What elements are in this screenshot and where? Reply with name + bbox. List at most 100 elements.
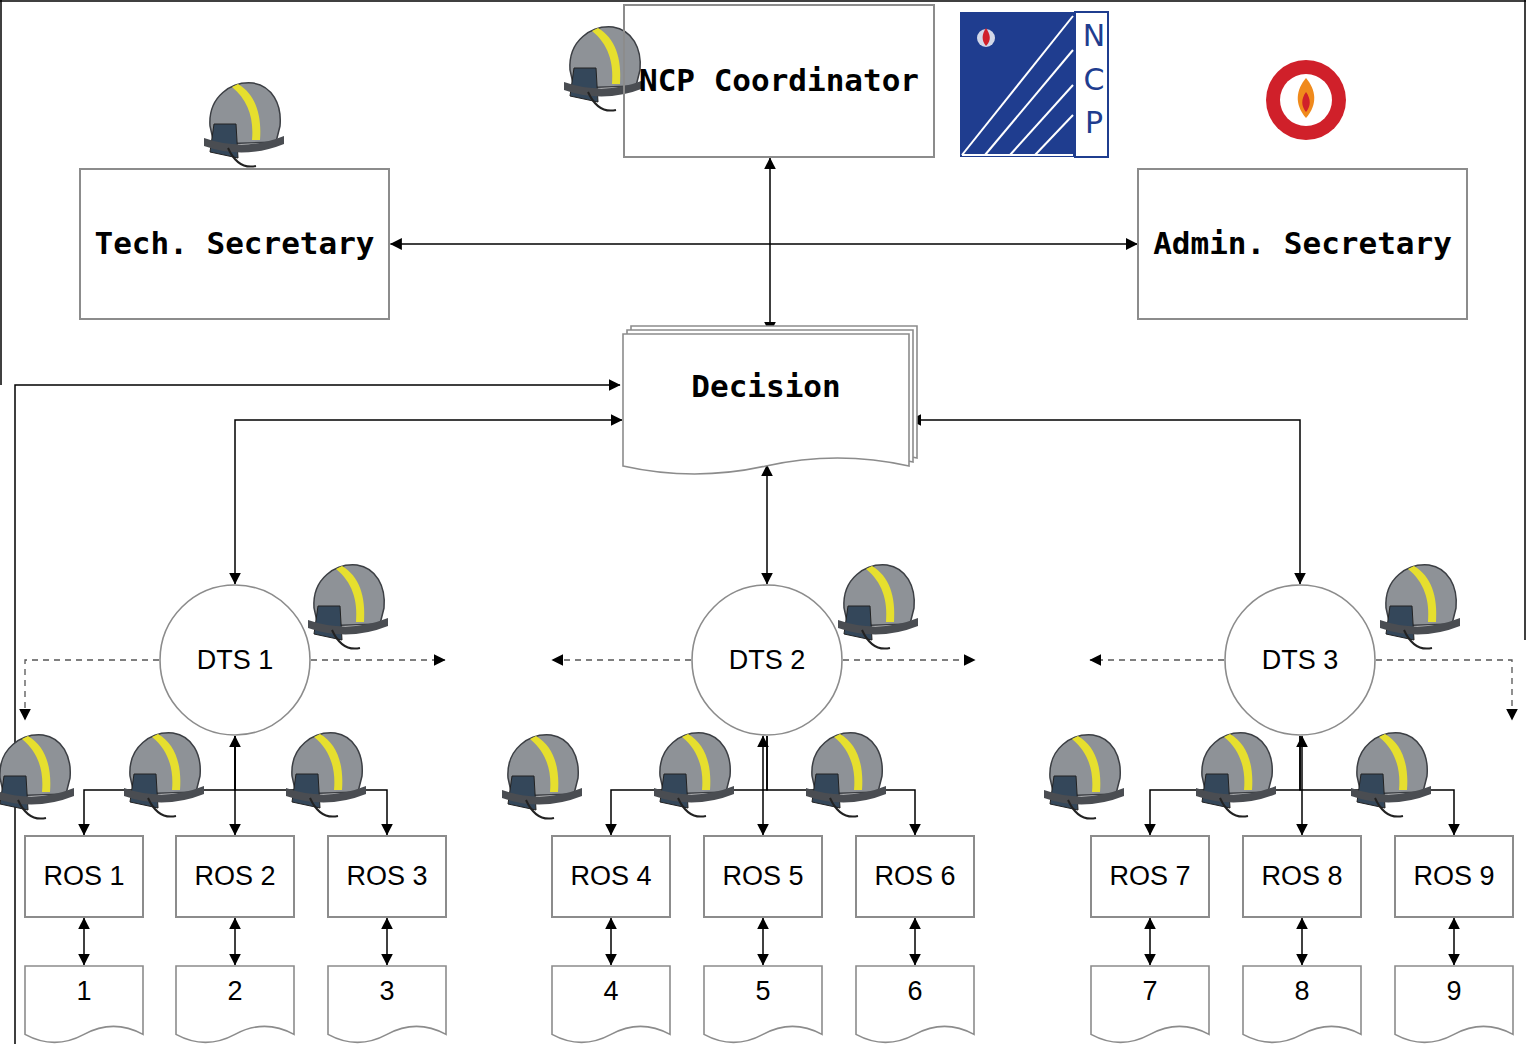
helmet-icon: [654, 733, 734, 817]
document-stack: Decision: [622, 325, 918, 475]
connector: [910, 420, 1300, 584]
helmet-strap: [332, 630, 360, 649]
helmet-brim: [1380, 618, 1460, 635]
connector: [769, 158, 771, 333]
helmet-visor: [0, 776, 28, 810]
node-text: 5: [755, 975, 770, 1007]
page-frame: [0, 0, 1526, 640]
dashed-arrow: [843, 659, 975, 660]
document-shape: 6: [855, 965, 975, 1043]
document-outline: [25, 966, 143, 1042]
document-shape: 7: [1090, 965, 1210, 1043]
node-text: Tech. Secretary: [95, 222, 375, 265]
helmet-visor: [210, 124, 238, 158]
circle-outline: [1225, 585, 1375, 735]
node-text: ROS 2: [194, 860, 275, 892]
connector: [390, 243, 1137, 245]
process-box: ROS 7: [1090, 835, 1210, 918]
connector: [1301, 918, 1303, 965]
logo-center: [1280, 74, 1332, 126]
logo-ray: [962, 16, 1073, 155]
circle-outline: [160, 585, 310, 735]
node-text: 6: [907, 975, 922, 1007]
dashed-arrow: [25, 660, 159, 720]
helmet-group: [0, 27, 1460, 819]
helmet-icon: [1044, 735, 1124, 819]
helmet-strap: [830, 798, 858, 817]
node-text: DTS 3: [1262, 644, 1339, 676]
document-outline: [1243, 966, 1361, 1042]
helmet-icon: [124, 733, 204, 817]
helmet-visor: [1386, 606, 1414, 640]
logo-ray: [962, 154, 1073, 156]
fire-corps-logo: [1266, 60, 1346, 140]
helmet-brim: [654, 786, 734, 803]
helmet-brim: [1351, 786, 1431, 803]
helmet-strap: [1375, 798, 1403, 817]
document-shape: 8: [1242, 965, 1362, 1043]
dashed-arrow: [1090, 659, 1224, 660]
helmet-strap: [588, 92, 616, 111]
node-text: ROS 9: [1413, 860, 1494, 892]
node-text: 2: [227, 975, 242, 1007]
logo-ray: [985, 50, 1073, 155]
helmet-strap: [18, 800, 46, 819]
process-box: Tech. Secretary: [79, 168, 391, 320]
node-text: NCP Coordinator: [639, 59, 919, 102]
helmet-icon: [1196, 733, 1276, 817]
process-box: ROS 9: [1394, 835, 1514, 918]
node-text: 7: [1142, 975, 1157, 1007]
document-shape: 9: [1394, 965, 1514, 1043]
helmet-icon: [1380, 565, 1460, 649]
helmet-brim: [0, 788, 74, 805]
helmet-visor: [508, 776, 536, 810]
dashed-arrow: [552, 659, 691, 660]
helmet-brim: [838, 618, 918, 635]
node-text: 4: [603, 975, 618, 1007]
helmet-visor: [1050, 776, 1078, 810]
helmet-brim: [204, 136, 284, 153]
helmet-visor: [130, 774, 158, 808]
connector: [762, 918, 764, 965]
process-box: ROS 1: [24, 835, 144, 918]
node-text: ROS 8: [1261, 860, 1342, 892]
helmet-visor: [314, 606, 342, 640]
logo-flame: [1298, 78, 1315, 118]
process-box: ROS 8: [1242, 835, 1362, 918]
connector: [610, 918, 612, 965]
node-text: 8: [1294, 975, 1309, 1007]
helmet-icon: [838, 565, 918, 649]
helmet-brim: [564, 80, 644, 97]
document-shape: 4: [551, 965, 671, 1043]
edge-group: [84, 158, 1454, 965]
process-box: Admin. Secretary: [1137, 168, 1468, 320]
helmet-strap: [148, 798, 176, 817]
node-text: ROS 4: [570, 860, 651, 892]
document-shape: 1: [24, 965, 144, 1043]
process-box: ROS 4: [551, 835, 671, 918]
logo-flame: [983, 28, 990, 46]
document-outline: [328, 966, 446, 1042]
helmet-visor: [292, 774, 320, 808]
helmet-brim: [286, 786, 366, 803]
node-text: DTS 2: [729, 644, 806, 676]
connector: [914, 918, 916, 965]
dashed-arrow: [1376, 660, 1512, 720]
document-outline: [1395, 966, 1513, 1042]
node-text: Admin. Secretary: [1153, 222, 1452, 265]
connector: [235, 420, 622, 584]
helmet-brim: [124, 786, 204, 803]
helmet-strap: [678, 798, 706, 817]
helmet-strap: [228, 148, 256, 167]
logo-text: NCP: [1079, 14, 1109, 145]
helmet-strap: [1068, 800, 1096, 819]
helmet-visor: [844, 606, 872, 640]
node-text: ROS 6: [874, 860, 955, 892]
node-text: ROS 3: [346, 860, 427, 892]
helmet-brim: [502, 788, 582, 805]
logo-ground: [960, 12, 1108, 157]
connector: [766, 465, 768, 584]
helmet-brim: [1196, 786, 1276, 803]
node-text: Decision: [691, 365, 840, 408]
